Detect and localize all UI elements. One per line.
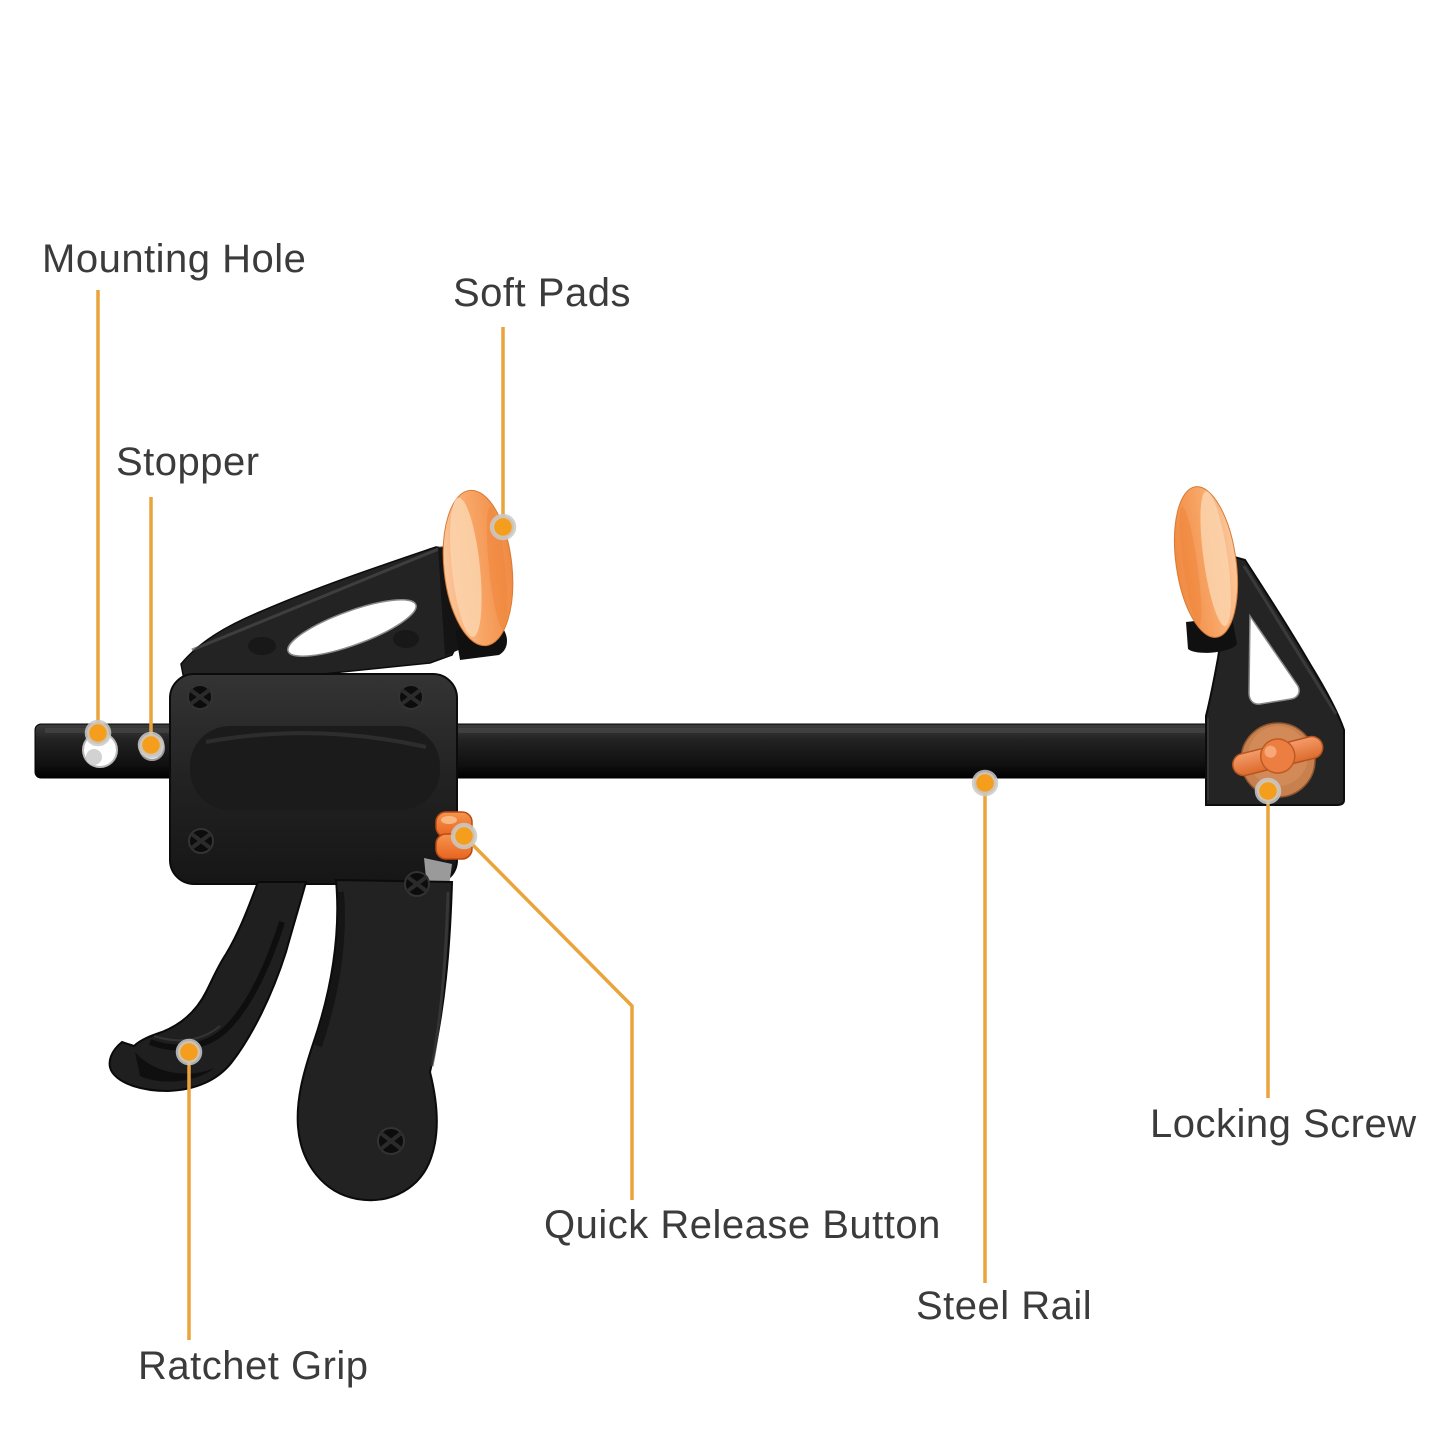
screw bbox=[398, 684, 424, 710]
label-steel-rail: Steel Rail bbox=[916, 1284, 1093, 1328]
soft-pad-right bbox=[1173, 486, 1239, 638]
callout-dot-stopper bbox=[137, 731, 165, 759]
callout-dot-locking-screw bbox=[1254, 777, 1282, 805]
handle bbox=[296, 878, 454, 1202]
label-quick-release-button: Quick Release Button bbox=[544, 1203, 941, 1247]
screw bbox=[187, 684, 213, 710]
callout-dot-soft-pads bbox=[489, 513, 517, 541]
bracket-cutout bbox=[1248, 613, 1300, 705]
callout-dot-mounting-hole bbox=[84, 719, 112, 747]
callout-dot-quick-release-button bbox=[450, 822, 478, 850]
label-stopper: Stopper bbox=[116, 440, 260, 484]
label-soft-pads: Soft Pads bbox=[453, 271, 631, 315]
ratchet-grip bbox=[108, 881, 308, 1093]
body-grip-panel bbox=[190, 726, 440, 810]
locking-screw bbox=[1232, 722, 1324, 798]
screw bbox=[377, 1127, 405, 1155]
quick-release-button bbox=[435, 811, 473, 860]
screw bbox=[188, 828, 214, 854]
jaw-arm-cutout bbox=[287, 599, 417, 657]
soft-pad-left bbox=[442, 489, 514, 647]
fixed-jaw-arm bbox=[180, 544, 481, 691]
callout-dot-steel-rail bbox=[971, 769, 999, 797]
label-locking-screw: Locking Screw bbox=[1150, 1102, 1417, 1146]
leader-quick-release-button bbox=[462, 834, 634, 1200]
screws bbox=[187, 684, 430, 1155]
label-ratchet-grip: Ratchet Grip bbox=[138, 1344, 369, 1388]
callout-dot-ratchet-grip bbox=[175, 1038, 203, 1066]
screw bbox=[404, 871, 430, 897]
label-mounting-hole: Mounting Hole bbox=[42, 237, 307, 281]
rail-highlight bbox=[45, 728, 1335, 733]
